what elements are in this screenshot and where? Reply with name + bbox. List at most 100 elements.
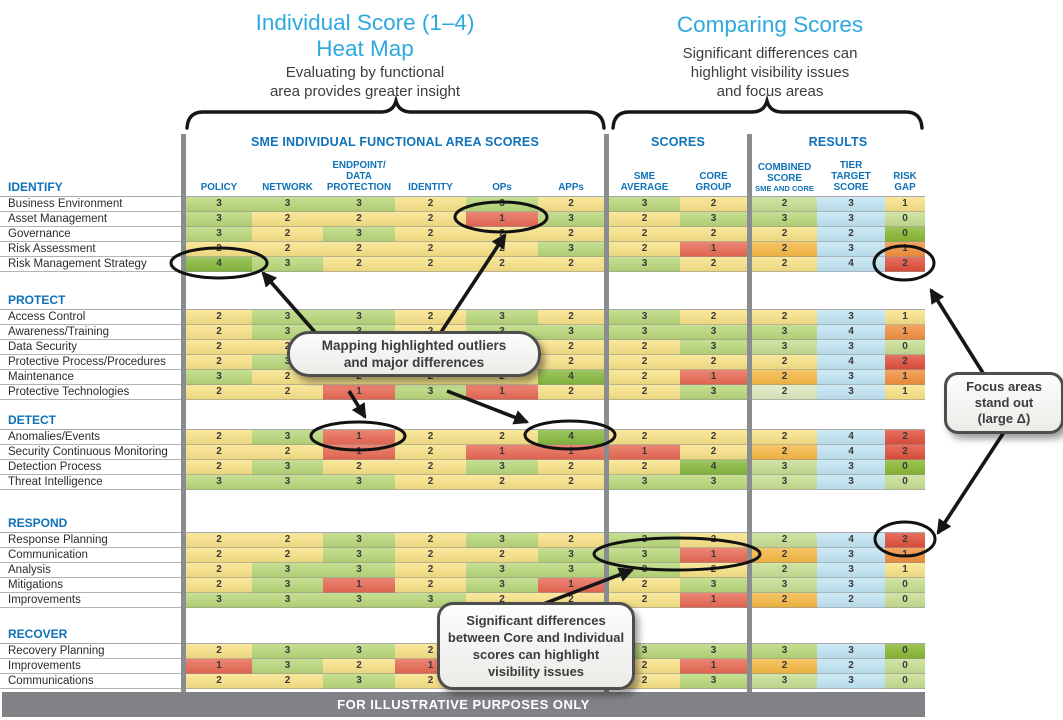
score-cell: 1 [466,212,538,227]
callout-mapping-outliers: Mapping highlighted outliers and major d… [287,331,541,377]
score-cell: 0 [885,212,925,227]
row-label: Improvements [0,593,181,608]
score-cell: 1 [609,445,680,460]
score-cell: 2 [538,340,604,355]
score-cell: 2 [752,548,817,563]
arrow-to-response-gap [936,428,1008,535]
score-cell: 3 [752,674,817,689]
score-cell: 3 [252,460,323,475]
score-cell: 0 [885,227,925,242]
score-cell: 3 [395,385,466,400]
divider-sme [604,134,609,692]
row-label: Response Planning [0,533,181,548]
col-header-network: NETWORK [262,182,313,193]
score-cell: 1 [323,445,395,460]
row-label: Business Environment [0,197,181,212]
score-cell: 1 [466,385,538,400]
table-row: Data Security22222223330 [0,340,925,355]
score-cell: 3 [252,644,323,659]
divider-labels [181,134,186,692]
score-cell: 3 [752,325,817,340]
illustrative-banner: FOR ILLUSTRATIVE PURPOSES ONLY [2,692,925,717]
score-cell: 3 [252,257,323,272]
score-cell: 2 [323,242,395,257]
comparing-scores-title: Comparing Scores [676,12,864,37]
score-cell: 1 [323,578,395,593]
score-cell: 2 [752,257,817,272]
score-cell: 3 [252,310,323,325]
score-cell: 2 [752,659,817,674]
individual-score-subtitle: Evaluating by functional area provides g… [269,64,461,100]
score-cell: 2 [186,533,252,548]
score-cell: 3 [680,578,747,593]
score-cell: 3 [752,340,817,355]
score-cell: 2 [395,533,466,548]
score-cell: 3 [323,644,395,659]
score-cell: 4 [817,445,885,460]
score-cell: 2 [395,563,466,578]
score-cell: 2 [186,644,252,659]
score-cell: 4 [817,430,885,445]
score-cell: 2 [538,475,604,490]
score-cell: 2 [538,460,604,475]
score-cell: 0 [885,578,925,593]
score-cell: 3 [817,212,885,227]
col-header-core: CORE GROUP [695,171,732,193]
score-cell: 2 [323,659,395,674]
row-label: Protective Technologies [0,385,181,400]
score-cell: 2 [609,242,680,257]
section-label-detect: DETECT [8,413,56,427]
brace-right-icon [611,94,924,130]
score-cell: 3 [252,430,323,445]
score-cell: 2 [395,460,466,475]
score-cell: 2 [466,257,538,272]
row-label: Governance [0,227,181,242]
score-cell: 2 [186,578,252,593]
row-label: Protective Process/Procedures [0,355,181,370]
score-cell: 3 [609,257,680,272]
score-cell: 2 [752,227,817,242]
row-label: Asset Management [0,212,181,227]
score-cell: 2 [252,548,323,563]
row-label: Maintenance [0,370,181,385]
score-cell: 3 [466,533,538,548]
score-cell: 1 [323,385,395,400]
score-cell: 3 [680,325,747,340]
score-cell: 3 [323,227,395,242]
score-cell: 4 [538,430,604,445]
score-cell: 3 [817,548,885,563]
score-cell: 4 [817,355,885,370]
score-cell: 3 [609,197,680,212]
score-cell: 2 [395,212,466,227]
score-cell: 2 [538,385,604,400]
score-cell: 4 [680,460,747,475]
score-cell: 3 [817,340,885,355]
score-cell: 2 [752,242,817,257]
score-cell: 3 [466,197,538,212]
group-header-results: RESULTS [808,135,868,149]
score-cell: 2 [186,548,252,563]
score-cell: 2 [252,242,323,257]
score-cell: 3 [466,460,538,475]
score-cell: 2 [680,257,747,272]
score-cell: 2 [186,355,252,370]
score-cell: 2 [186,563,252,578]
score-cell: 0 [885,644,925,659]
score-cell: 3 [817,475,885,490]
score-cell: 2 [680,197,747,212]
score-cell: 3 [323,674,395,689]
row-label: Improvements [0,659,181,674]
score-cell: 3 [609,475,680,490]
score-cell: 2 [609,460,680,475]
score-cell: 2 [752,533,817,548]
col-header-apps: APPs [558,182,584,193]
score-cell: 2 [752,355,817,370]
score-cell: 3 [252,593,323,608]
score-cell: 2 [538,533,604,548]
